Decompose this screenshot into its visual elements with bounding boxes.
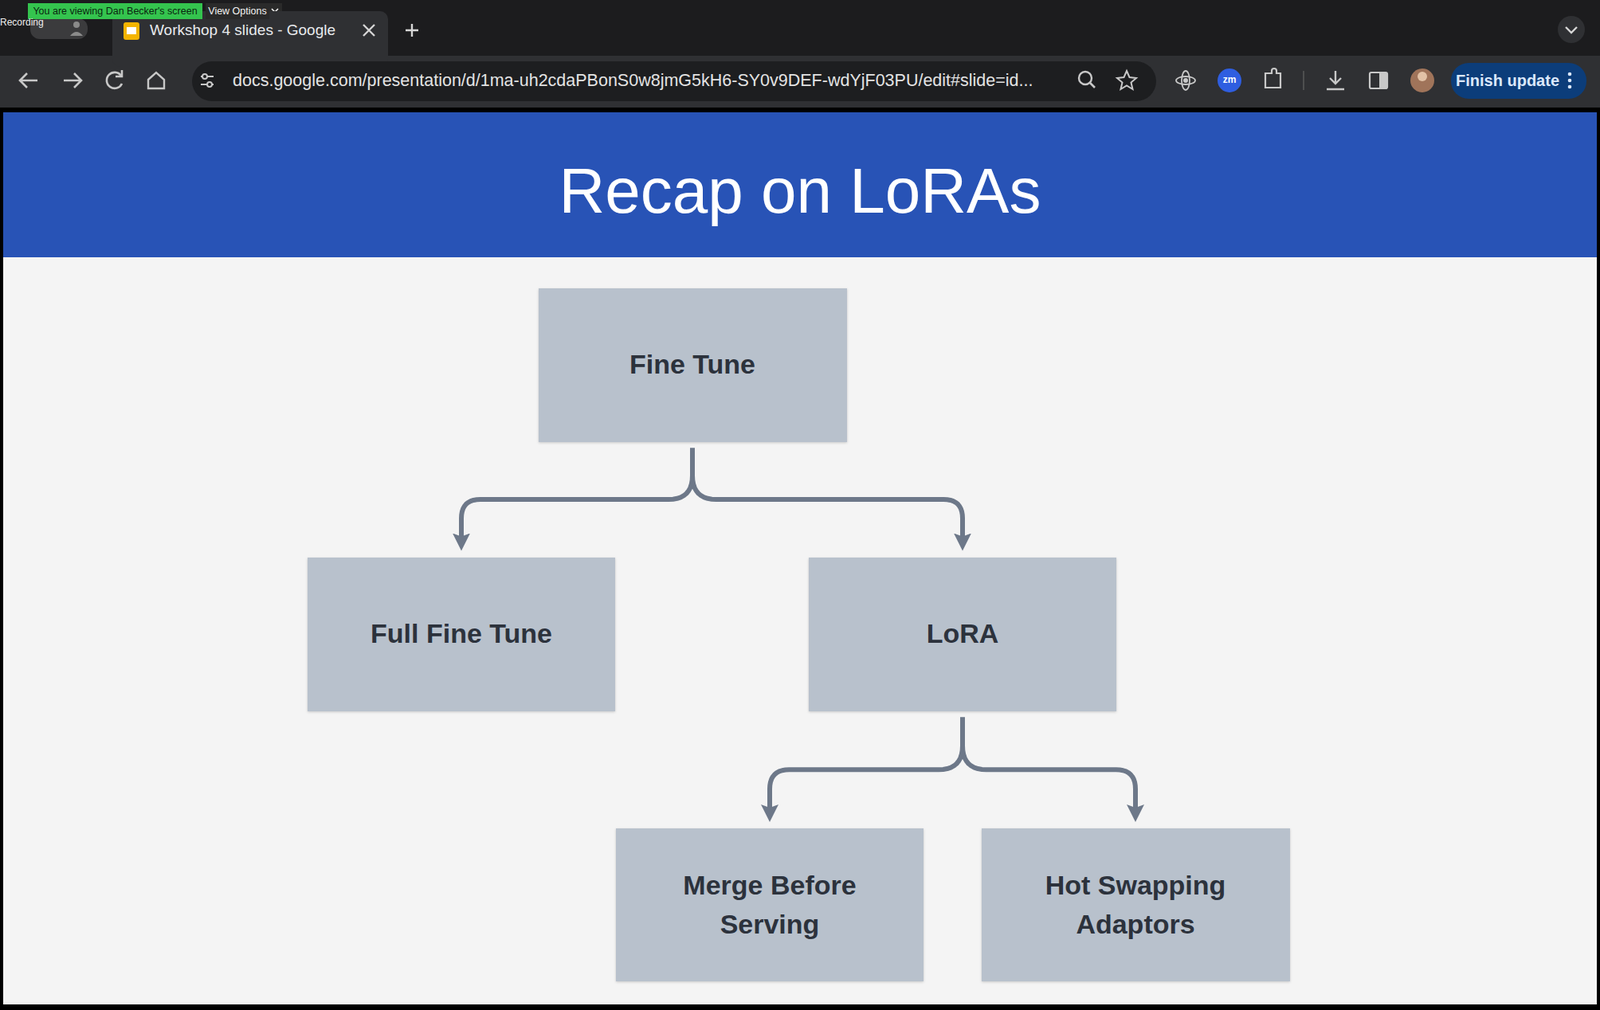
- site-settings-knob: [207, 82, 212, 87]
- box-label: Hot Swapping Adaptors: [1027, 866, 1244, 946]
- profile-avatar: [1410, 68, 1435, 93]
- toolbar-separator: [1302, 70, 1305, 91]
- process-box: Full Fine Tune: [307, 557, 616, 712]
- connector-arrow: [692, 448, 963, 538]
- extension-badge: zm: [1217, 71, 1242, 90]
- extension-icon-orbit: [1181, 70, 1190, 91]
- download-icon: [1326, 70, 1345, 90]
- slide-title-band: Recap on LoRAs: [3, 112, 1597, 258]
- connector-arrow: [769, 717, 963, 810]
- zoom-handle: [1090, 82, 1095, 88]
- slides-icon: [123, 22, 140, 40]
- new-tab-icon: [405, 23, 419, 37]
- extension-icon-orbit: [1176, 76, 1196, 85]
- side-panel-icon: [1369, 72, 1388, 89]
- zoom-icon: [1078, 71, 1092, 85]
- screen-share-badge: You are viewing Dan Becker's screen: [27, 3, 203, 20]
- tab-title: Workshop 4 slides - Google: [149, 21, 336, 40]
- connector-arrow: [962, 717, 1136, 810]
- connector-arrow: [461, 448, 693, 538]
- extension-icon: [1183, 78, 1189, 83]
- box-label: Fine Tune: [629, 345, 756, 385]
- process-box: Merge Before Serving: [615, 828, 924, 982]
- address-bar: [192, 61, 1157, 102]
- box-label: Merge Before Serving: [662, 866, 878, 946]
- forward-icon: [63, 73, 82, 88]
- menu-dot: [1568, 85, 1573, 90]
- bookmark-star: [1117, 70, 1137, 90]
- reload-arrow: [115, 70, 122, 77]
- tab-search-chevron: [1565, 27, 1577, 33]
- participant-body: [70, 31, 83, 36]
- back-icon: [19, 73, 38, 88]
- slides-icon-inner: [126, 27, 137, 35]
- box-label: Full Fine Tune: [370, 614, 553, 654]
- process-box: Fine Tune: [538, 288, 848, 443]
- view-options-button: View Options: [205, 3, 270, 20]
- tab-search-button: [1557, 15, 1585, 44]
- home-icon: [148, 72, 165, 89]
- process-box: LoRA: [808, 557, 1117, 712]
- extensions-puzzle-icon: [1265, 68, 1281, 88]
- site-settings-knob: [202, 74, 208, 79]
- participant-head: [73, 21, 80, 28]
- update-button: Finish update: [1454, 62, 1561, 99]
- reload-icon: [106, 72, 122, 89]
- tab-close-icon: [363, 24, 375, 36]
- menu-dot: [1568, 72, 1573, 77]
- recording-indicator: Recording: [0, 17, 44, 29]
- menu-dot: [1568, 78, 1573, 83]
- side-panel-fill: [1379, 72, 1388, 89]
- box-label: LoRA: [926, 614, 1000, 654]
- address-url: docs.google.com/presentation/d/1ma-uh2cd…: [232, 70, 1033, 91]
- slide-title: Recap on LoRAs: [559, 156, 1042, 227]
- profile-avatar-face: [1417, 71, 1428, 82]
- update-pill: [1450, 62, 1587, 99]
- active-tab: [112, 11, 389, 67]
- zoom-extension-icon: [1217, 68, 1242, 93]
- process-box: Hot Swapping Adaptors: [981, 828, 1291, 982]
